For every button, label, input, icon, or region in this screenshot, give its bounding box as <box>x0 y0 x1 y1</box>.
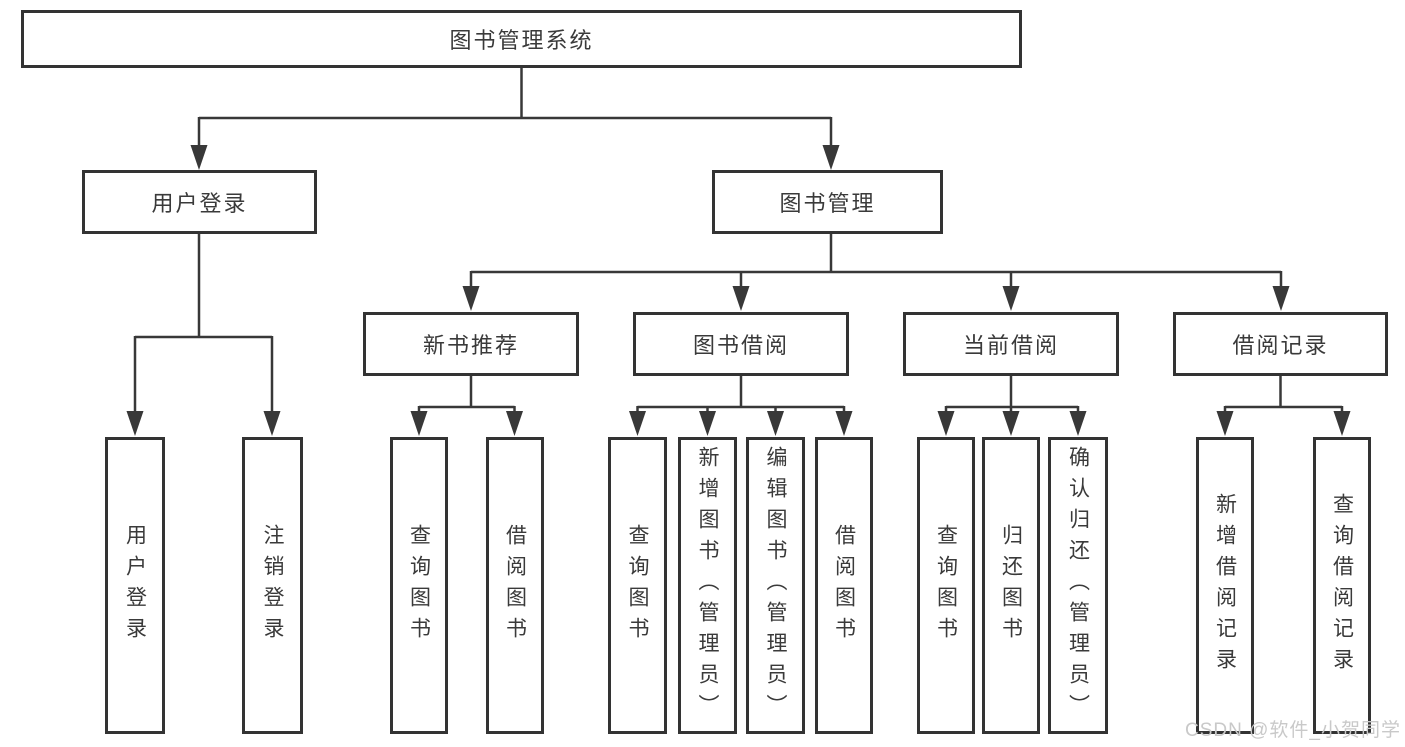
node-leaf-add-borrow-record: 新增借阅记录 <box>1196 437 1254 734</box>
csdn-watermark: CSDN @软件_小贺同学 <box>1185 720 1401 741</box>
node-borrow-records-label: 借阅记录 <box>1232 333 1329 358</box>
node-leaf-query-borrow-record-label: 查询借阅记录 <box>1330 492 1354 679</box>
edge-book-borrow-to-leaves <box>629 376 853 436</box>
node-borrow-records: 借阅记录 <box>1173 312 1388 376</box>
node-root-label: 图书管理系统 <box>449 28 594 53</box>
node-leaf-query-books-borrow-label: 查询图书 <box>626 523 649 648</box>
node-user-login-label: 用户登录 <box>151 191 248 216</box>
node-leaf-borrow-books-label: 借阅图书 <box>832 523 856 648</box>
node-leaf-query-books-recommend-label: 查询图书 <box>407 523 431 648</box>
node-leaf-confirm-return-admin: 确认归还（管理员） <box>1048 437 1108 734</box>
node-user-login: 用户登录 <box>82 170 317 234</box>
node-new-book-recommend: 新书推荐 <box>363 312 579 376</box>
node-new-book-recommend-label: 新书推荐 <box>422 333 519 358</box>
edge-borrow-records-to-leaves <box>1216 376 1351 436</box>
node-leaf-add-borrow-record-label: 新增借阅记录 <box>1213 492 1237 679</box>
node-leaf-return-books: 归还图书 <box>982 437 1040 734</box>
node-book-borrow: 图书借阅 <box>633 312 849 376</box>
node-leaf-borrow-books-recommend-label: 借阅图书 <box>503 523 527 648</box>
node-leaf-logout: 注销登录 <box>242 437 303 734</box>
edge-user-login-to-leaves <box>126 234 281 436</box>
node-leaf-query-books-recommend: 查询图书 <box>390 437 448 734</box>
node-leaf-add-books-admin-label: 新增图书（管理员） <box>696 446 719 725</box>
node-current-borrow: 当前借阅 <box>903 312 1119 376</box>
node-book-management-label: 图书管理 <box>779 191 876 216</box>
edge-root-to-level2 <box>190 67 840 170</box>
node-leaf-query-books-current: 查询图书 <box>917 437 975 734</box>
node-book-borrow-label: 图书借阅 <box>692 333 789 358</box>
node-current-borrow-label: 当前借阅 <box>962 333 1059 358</box>
edge-new-books-to-leaves <box>410 376 523 436</box>
node-leaf-confirm-return-admin-label: 确认归还（管理员） <box>1066 446 1090 725</box>
node-leaf-user-login: 用户登录 <box>105 437 165 734</box>
node-leaf-edit-books-admin-label: 编辑图书（管理员） <box>764 446 787 725</box>
node-leaf-borrow-books: 借阅图书 <box>815 437 873 734</box>
node-leaf-borrow-books-recommend: 借阅图书 <box>486 437 544 734</box>
node-root-library-system: 图书管理系统 <box>21 10 1022 68</box>
node-leaf-add-books-admin: 新增图书（管理员） <box>678 437 737 734</box>
node-leaf-query-books-borrow: 查询图书 <box>608 437 667 734</box>
node-book-management: 图书管理 <box>712 170 943 234</box>
node-leaf-logout-label: 注销登录 <box>261 523 284 648</box>
node-leaf-edit-books-admin: 编辑图书（管理员） <box>746 437 805 734</box>
node-leaf-user-login-label: 用户登录 <box>123 523 147 648</box>
node-leaf-return-books-label: 归还图书 <box>999 523 1023 648</box>
edge-current-borrow-to-leaves <box>937 376 1087 436</box>
node-leaf-query-books-current-label: 查询图书 <box>934 523 958 648</box>
node-leaf-query-borrow-record: 查询借阅记录 <box>1313 437 1371 734</box>
edge-book-mgmt-to-level3 <box>462 234 1290 311</box>
